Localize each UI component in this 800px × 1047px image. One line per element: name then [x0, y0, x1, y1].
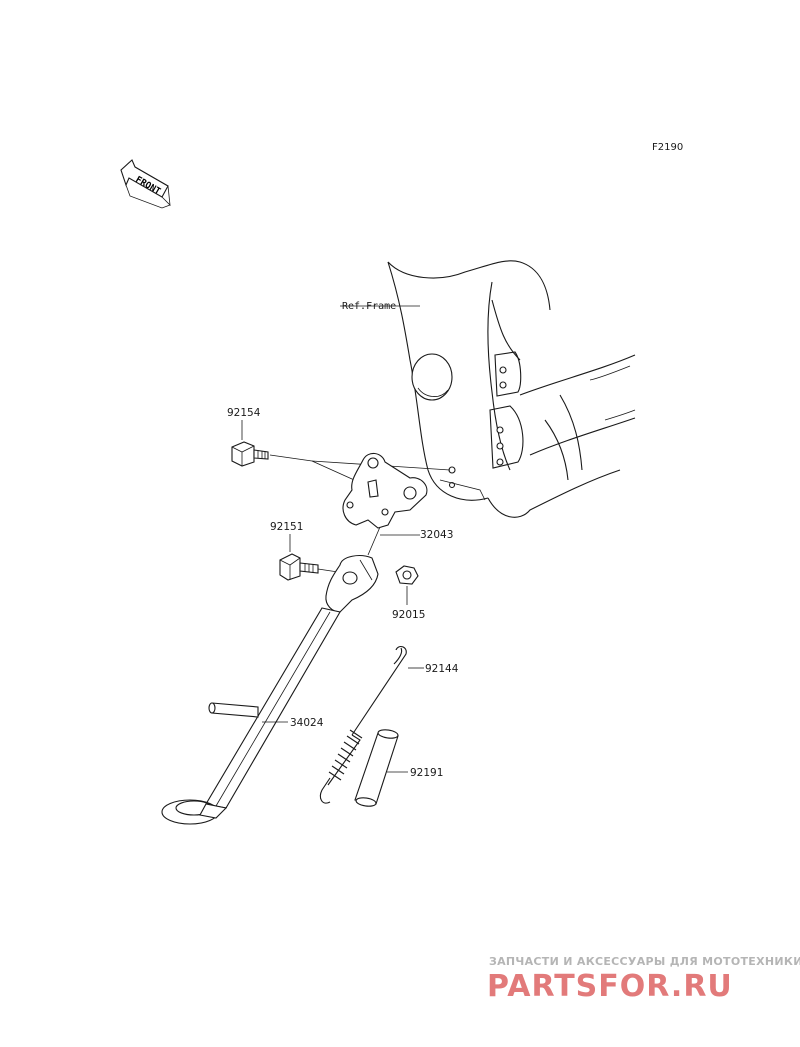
watermark: ЗАПЧАСТИ И АКСЕССУАРЫ ДЛЯ МОТОТЕХНИКИ PA…: [487, 955, 800, 1004]
front-arrow-icon: FRONT: [120, 159, 171, 209]
part-label-92191: 92191: [410, 767, 443, 779]
part-label-34024: 34024: [290, 717, 324, 729]
part-label-92144: 92144: [425, 663, 459, 675]
frame-reference: [387, 260, 636, 518]
side-stand-34024: [161, 555, 379, 825]
collar-92191: [354, 729, 399, 807]
bracket-32043: [342, 452, 428, 529]
nut-92015: [395, 565, 419, 585]
watermark-logo: PARTSFOR.RU: [487, 969, 733, 1004]
spring-92144: [319, 645, 407, 804]
part-label-92154: 92154: [227, 407, 261, 419]
part-label-32043: 32043: [420, 529, 453, 541]
ref-frame-label: Ref.Frame: [342, 301, 396, 312]
part-label-92015: 92015: [392, 609, 425, 621]
bolt-92154: [231, 441, 269, 467]
watermark-tagline: ЗАПЧАСТИ И АКСЕССУАРЫ ДЛЯ МОТОТЕХНИКИ: [489, 955, 800, 968]
bolt-92151: [279, 553, 319, 581]
diagram-code: F2190: [652, 142, 683, 153]
part-label-92151: 92151: [270, 521, 303, 533]
